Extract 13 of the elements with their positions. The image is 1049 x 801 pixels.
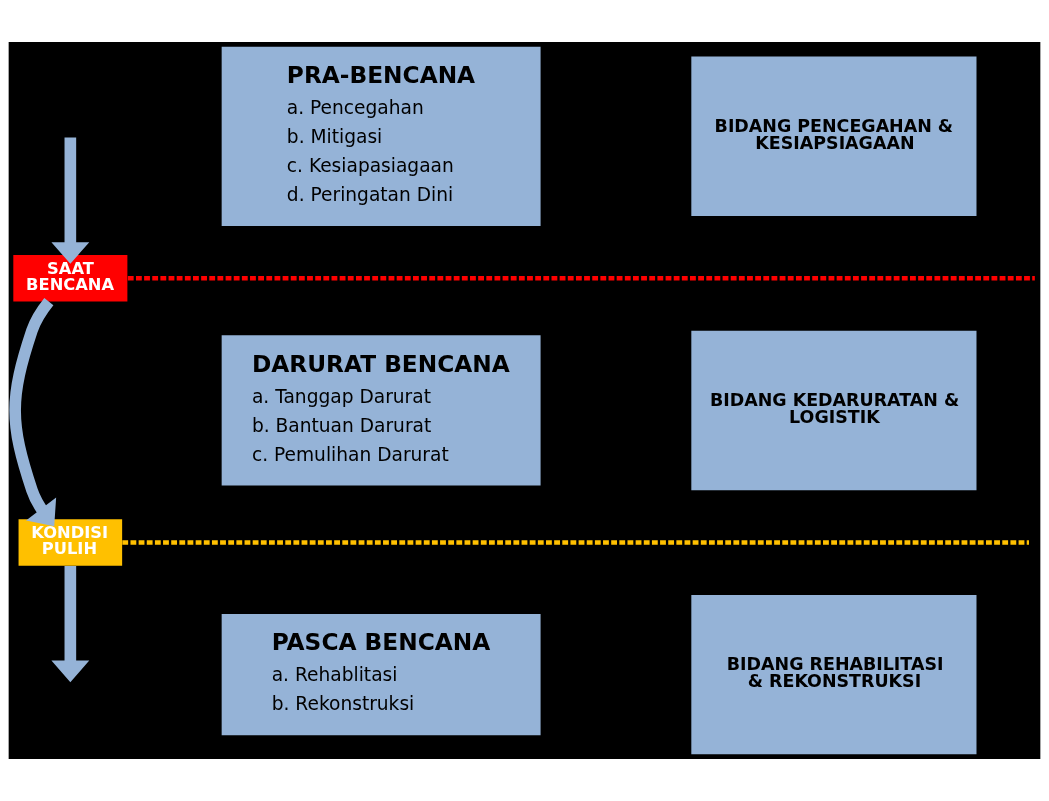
connector	[122, 540, 1029, 545]
node-box: BIDANG REHABILITASI & REKONSTRUKSI	[691, 594, 977, 755]
node-box: DARURAT BENCANA a. Tanggap Darurat b. Bantuan Darurat c. Pemulihan Darurat	[221, 335, 541, 486]
node-box: PRA-BENCANA a. Pencegahan b. Mitigasi c. Kesiapasiagaan d. Peringatan Dini	[221, 46, 541, 226]
arrow	[51, 566, 90, 683]
arrow	[9, 297, 57, 527]
node-box: BIDANG PENCEGAHAN & KESIAPSIAGAAN	[691, 56, 977, 216]
connector	[127, 275, 1035, 281]
node-box: KONDISI PULIH	[18, 519, 123, 566]
node-box: PASCA BENCANA a. Rehablitasi b. Rekonstruksi	[221, 614, 541, 736]
node-box: SAAT BENCANA	[13, 255, 128, 302]
arrow	[51, 137, 90, 264]
node-box: BIDANG KEDARURATAN & LOGISTIK	[691, 330, 977, 491]
